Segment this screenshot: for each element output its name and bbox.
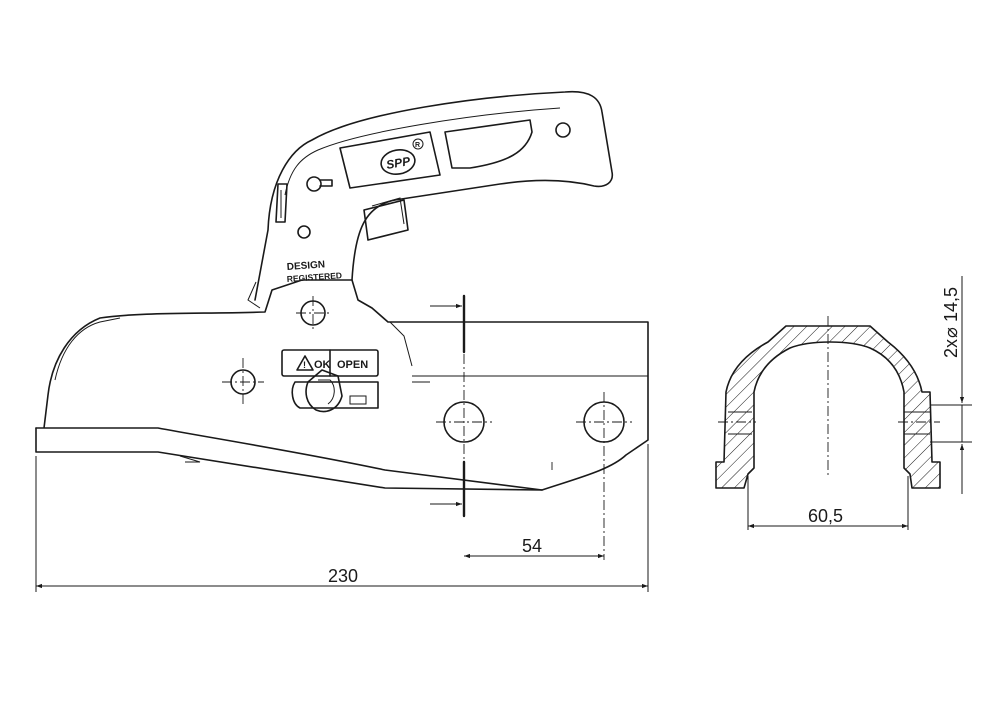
open-label: OPEN — [337, 359, 368, 371]
spp-logo: SPP R — [380, 138, 424, 175]
latch-edge — [247, 281, 261, 309]
hole-spacing-value: 54 — [522, 536, 542, 556]
shell-contour-2 — [389, 321, 413, 367]
registered-label: REGISTERED — [286, 270, 342, 284]
inner-width-value: 60,5 — [808, 506, 843, 526]
handle-slot — [444, 119, 533, 169]
logo-text: SPP — [385, 154, 412, 172]
hole-spec-value: 14,5 — [941, 287, 961, 322]
status-indicator-panel: ! OK OPEN — [281, 349, 379, 377]
handle-pin-shank — [319, 179, 333, 187]
handle-pin — [306, 176, 322, 192]
coupling-body-outline — [35, 279, 649, 491]
side-view: DESIGN REGISTERED SPP R ! OK OPEN — [35, 90, 649, 560]
release-handle — [254, 90, 614, 301]
design-label: DESIGN — [286, 259, 325, 273]
warning-triangle-icon — [296, 355, 314, 371]
section-profile — [715, 325, 941, 489]
wear-indicator — [275, 183, 288, 223]
hole-spec-prefix: 2x — [941, 339, 961, 358]
shell-contour — [54, 317, 121, 381]
pivot-hole — [297, 225, 311, 239]
section-view: 60,5 2x ⌀ 14,5 — [715, 276, 972, 530]
registered-mark: R — [415, 142, 420, 149]
handle-inner-contour — [284, 107, 561, 196]
svg-text:!: ! — [303, 360, 306, 370]
handle-hole — [555, 122, 571, 138]
logo-plate — [339, 131, 441, 189]
coupling-bottom-detail — [179, 455, 201, 463]
latch-block — [363, 199, 409, 241]
safety-button-housing — [291, 381, 379, 409]
diameter-symbol: ⌀ — [941, 327, 961, 338]
coupling-lower-edge — [35, 427, 543, 491]
dimension-overall-length: 230 — [35, 444, 649, 592]
overall-length-value: 230 — [328, 566, 358, 586]
dimension-hole-spacing: 54 — [464, 536, 604, 559]
ok-label: OK — [314, 359, 331, 371]
safety-button — [305, 369, 343, 413]
